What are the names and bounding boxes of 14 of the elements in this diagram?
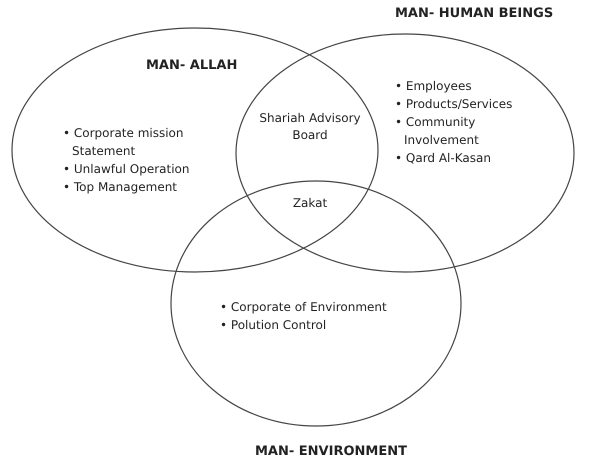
bullet-item: • Employees [395,78,473,95]
bullet-item: • Top Management [63,179,178,196]
bullet-item: • Corporate of Environment [220,299,388,316]
bullet-item: • Qard Al-Kasan [395,150,492,167]
bullet-item: • Corporate mission Statement [63,125,185,160]
set-title: MAN- ALLAH [146,58,238,73]
set-title: MAN- ENVIRONMENT [255,444,407,459]
bullet-item: • Polution Control [220,317,328,334]
bullet-item: • Unlawful Operation [63,161,190,178]
set-title: MAN- HUMAN BEINGS [395,6,554,21]
bullet-item: • Products/Services [395,96,514,113]
bullet-item: • Community Involvement [395,114,480,149]
overlap-label: Zakat [292,195,328,212]
overlap-label: Shariah Advisory Board [258,110,362,144]
